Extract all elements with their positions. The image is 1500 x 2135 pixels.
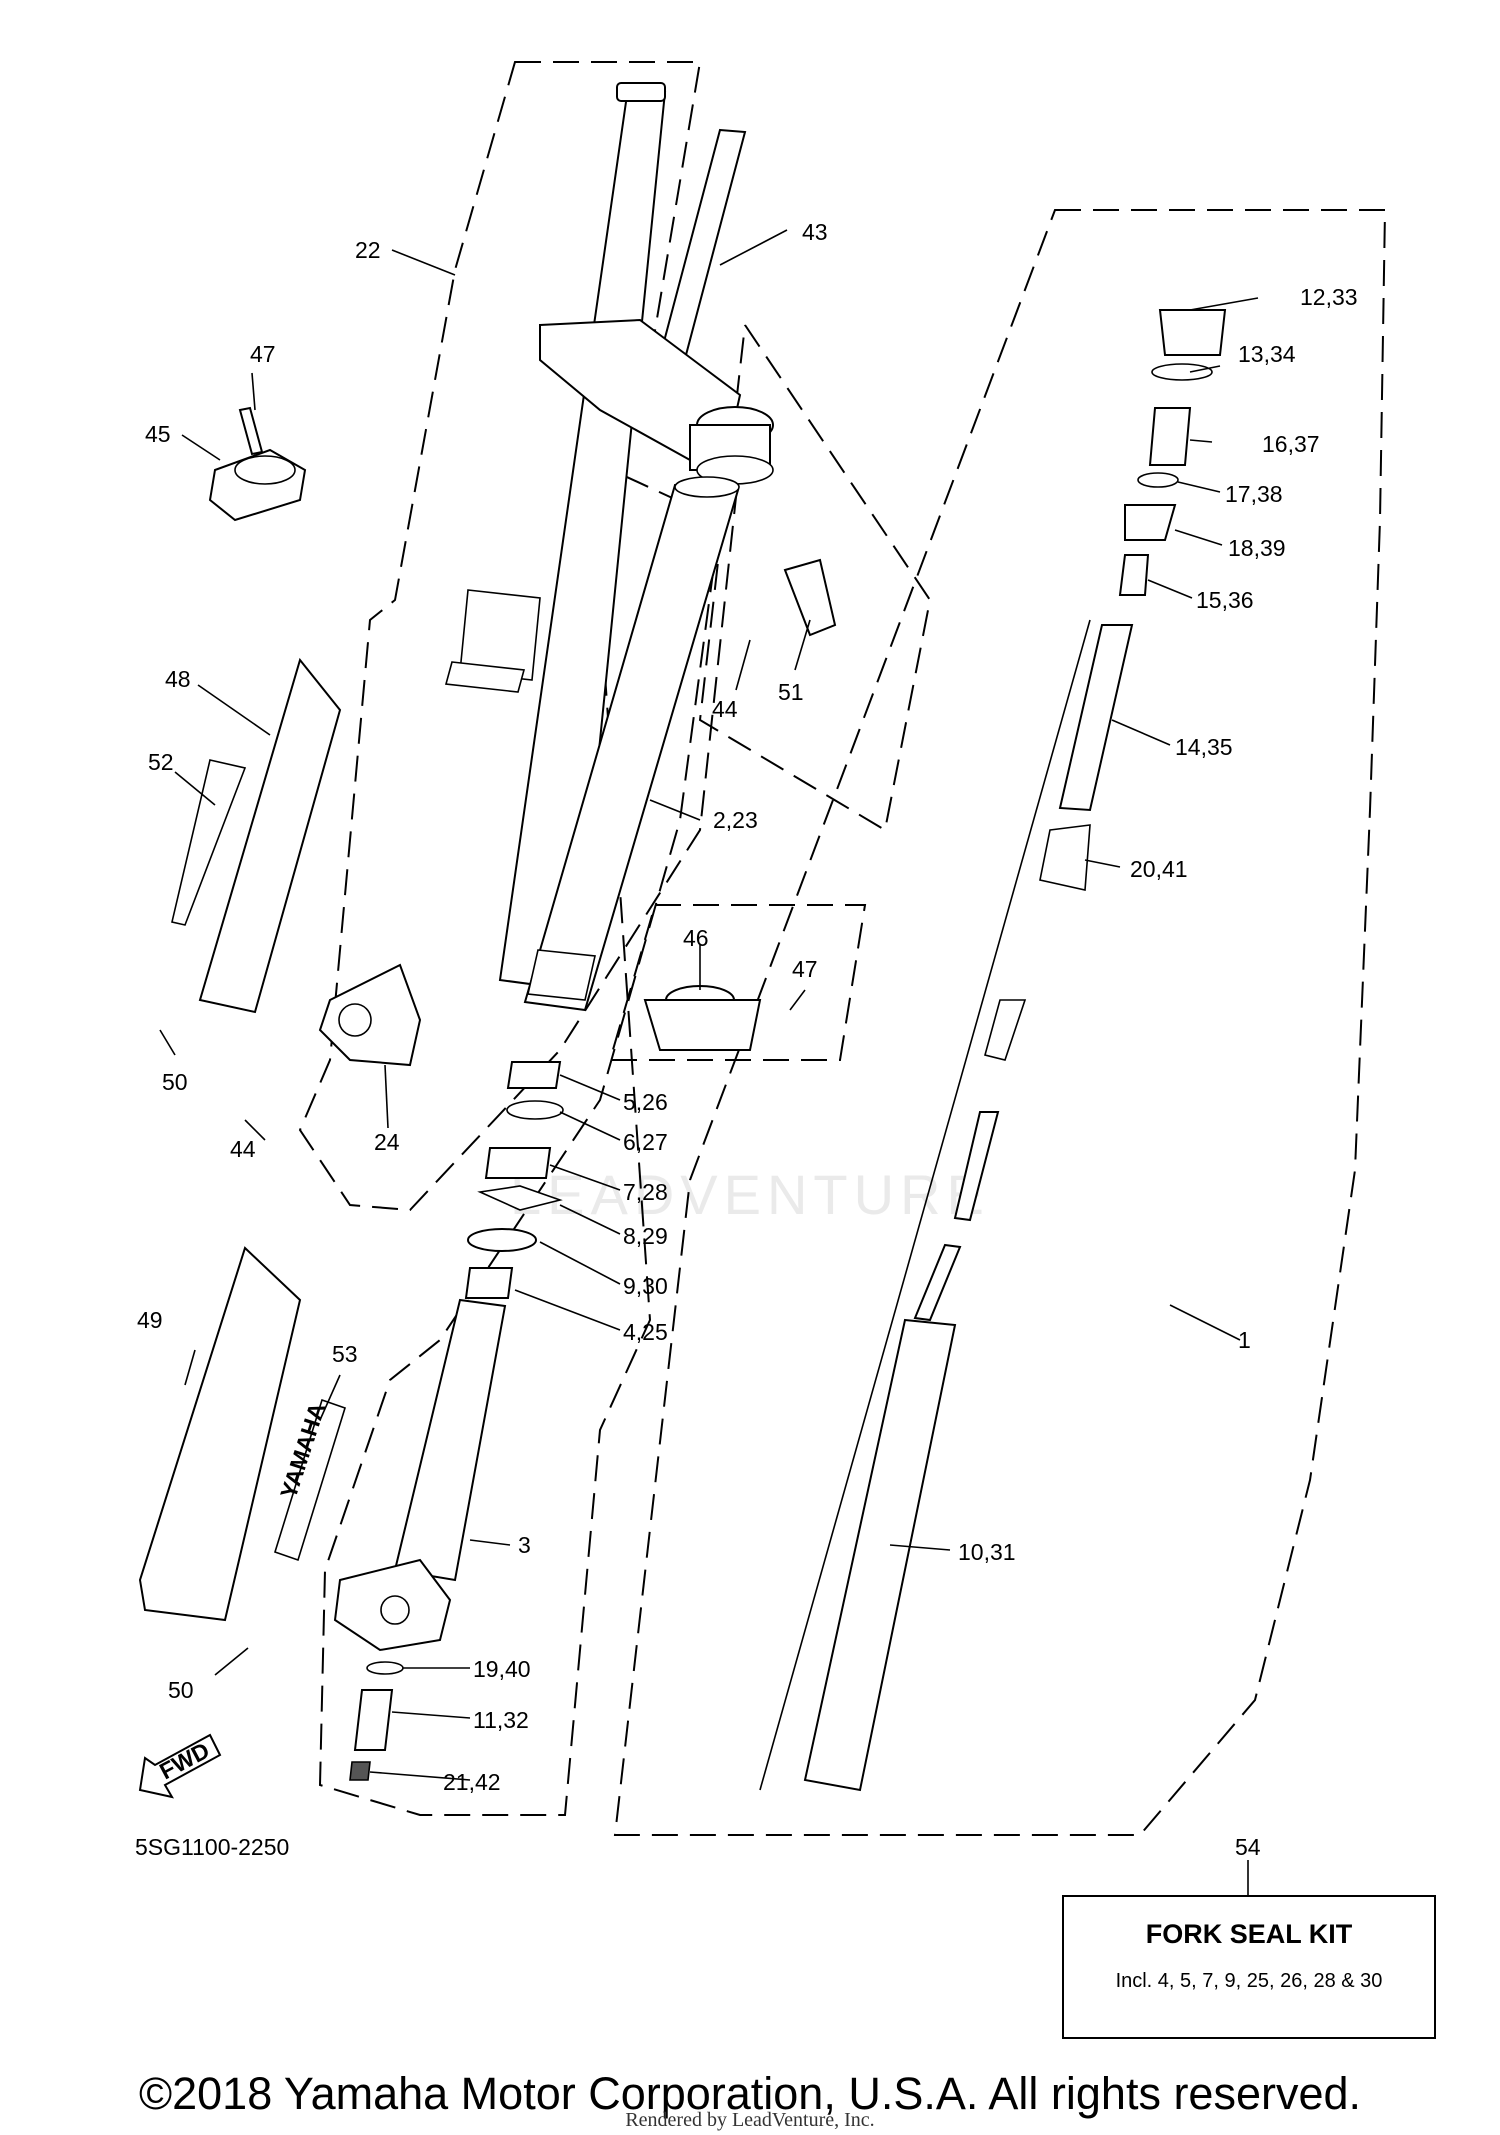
fwd-label: FWD [155,1737,213,1785]
callout-2-23: 2,23 [713,807,758,833]
callout-3: 3 [518,1532,531,1558]
callout-47-b: 47 [792,956,818,982]
upper-bracket [539,128,774,485]
callout-16-37: 16,37 [1262,431,1320,457]
cap-parts [1118,309,1227,596]
seal-stack [464,1061,564,1299]
callout-4-25: 4,25 [623,1319,668,1345]
outer-tube-22 [444,82,667,992]
group-boundaries [298,61,1387,1836]
callout-22: 22 [355,237,381,263]
callout-44-b: 44 [230,1136,256,1162]
callout-1: 1 [1238,1327,1251,1353]
callout-20-41: 20,41 [1130,856,1188,882]
fork-guard-49 [138,1246,346,1622]
callout-52: 52 [148,749,174,775]
callout-13-34: 13,34 [1238,341,1296,367]
rendered-by-notice: Rendered by LeadVenture, Inc. [625,2109,875,2131]
fork-seal-kit-box: FORK SEAL KIT Incl. 4, 5, 7, 9, 25, 26, … [1062,1895,1436,2039]
callout-12-33: 12,33 [1300,284,1358,310]
callout-10-31: 10,31 [958,1539,1016,1565]
callout-47-a: 47 [250,341,276,367]
kit-description: Incl. 4, 5, 7, 9, 25, 26, 28 & 30 [1115,1970,1383,1992]
callout-44-a: 44 [712,696,738,722]
callout-11-32: 11,32 [473,1707,529,1733]
callout-53: 53 [332,1341,358,1367]
callout-5-26: 5,26 [623,1089,668,1115]
callout-54: 54 [1235,1834,1261,1860]
callout-21-42: 21,42 [443,1769,501,1795]
leader-lines [159,229,1259,1895]
callout-24: 24 [374,1129,400,1155]
copyright-notice: ©2018 Yamaha Motor Corporation, U.S.A. A… [138,2068,1362,2119]
damper-rod-assembly [759,619,1134,1792]
callout-8-29: 8,29 [623,1223,668,1249]
callout-15-36: 15,36 [1196,587,1254,613]
fork-guard-48 [171,657,342,1014]
callout-14-35: 14,35 [1175,734,1233,760]
callout-50-b: 50 [168,1677,194,1703]
diagram-code: 5SG1100-2250 [135,1834,289,1860]
lower-leg-3 [333,1298,507,1652]
callout-6-27: 6,27 [623,1129,668,1155]
axle-bracket-24 [318,963,422,1067]
callout-43: 43 [802,219,828,245]
inner-tube-2-23 [523,476,740,1012]
bottom-parts [349,1661,404,1781]
callout-49: 49 [137,1307,163,1333]
callout-46: 46 [683,925,709,951]
callout-18-39: 18,39 [1228,535,1286,561]
watermark-brand: LEADVENTURE [510,1163,990,1226]
callout-7-28: 7,28 [623,1179,668,1205]
bracket-51 [783,558,837,637]
callout-labels: 1 2,23 3 4,25 5,26 6,27 7,28 8,29 9,30 1… [137,219,1358,1860]
callout-48: 48 [165,666,191,692]
callout-45: 45 [145,421,171,447]
callout-50-a: 50 [162,1069,188,1095]
fwd-arrow-icon: FWD [138,1733,222,1799]
callout-17-38: 17,38 [1225,481,1283,507]
callout-51: 51 [778,679,804,705]
callout-9-30: 9,30 [623,1273,668,1299]
clamp-46 [643,985,762,1051]
callout-19-40: 19,40 [473,1656,531,1682]
clamp-45 [208,406,307,522]
kit-title: FORK SEAL KIT [1145,1919,1353,1949]
